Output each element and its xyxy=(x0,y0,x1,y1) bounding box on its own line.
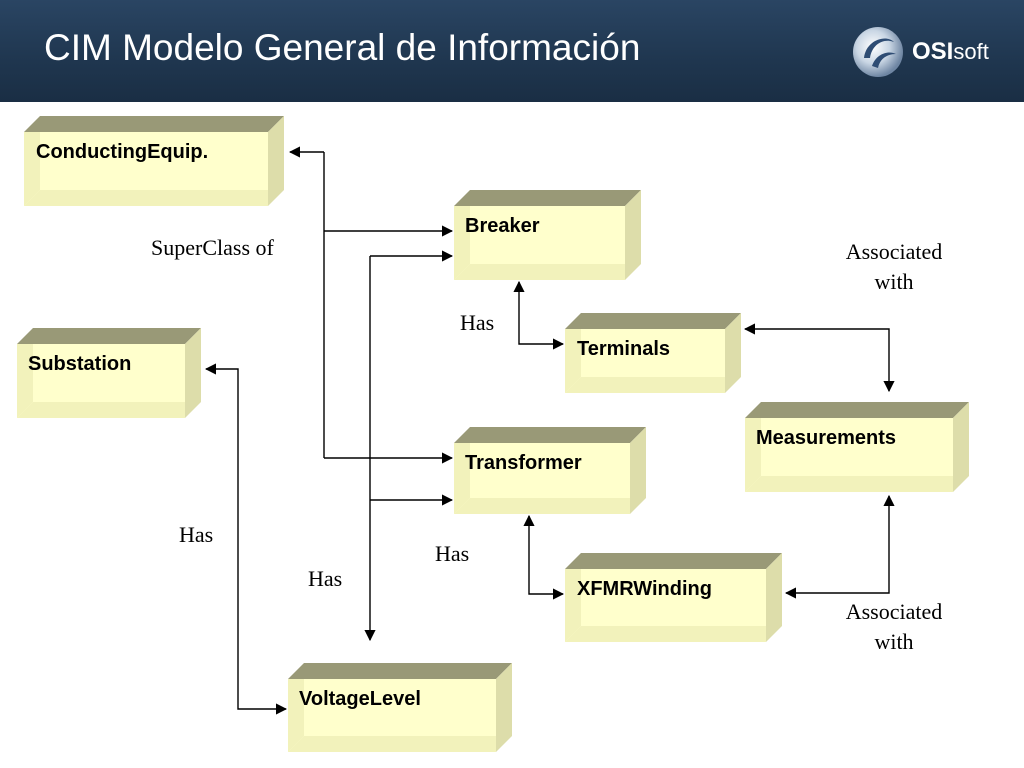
node-label: Terminals xyxy=(577,338,670,360)
node-substation: Substation xyxy=(17,328,201,418)
node-conducting-equip: ConductingEquip. xyxy=(24,116,284,206)
label-associated-winding-2: with xyxy=(874,629,913,654)
osisoft-wordmark: OSIsoft xyxy=(912,38,989,65)
edge-transformer-winding xyxy=(523,514,565,600)
node-label: Measurements xyxy=(756,427,896,449)
slide-title: CIM Modelo General de Información xyxy=(44,27,641,68)
node-label: Transformer xyxy=(465,452,582,474)
node-terminals: Terminals xyxy=(565,313,741,393)
node-label: VoltageLevel xyxy=(299,688,421,710)
edge-winding-measurements xyxy=(784,494,895,599)
label-has-transformer-winding: Has xyxy=(435,541,469,566)
label-associated-terminals-1: Associated xyxy=(846,239,943,264)
node-label: ConductingEquip. xyxy=(36,141,208,163)
node-breaker: Breaker xyxy=(454,190,641,280)
edge-breaker-terminals xyxy=(513,280,565,350)
label-associated-winding-1: Associated xyxy=(846,599,943,624)
edge-substation-voltage xyxy=(204,363,288,715)
label-has-substation-voltage: Has xyxy=(179,522,213,547)
node-label: Breaker xyxy=(465,215,540,237)
osisoft-logo: OSIsoft xyxy=(850,24,1010,80)
node-measurements: Measurements xyxy=(745,402,969,492)
osisoft-swirl-icon xyxy=(853,27,903,77)
edge-terminals-measurements xyxy=(743,323,895,393)
node-label: XFMRWinding xyxy=(577,578,712,600)
label-has-breaker-terminals: Has xyxy=(460,310,494,335)
label-has-voltage-equipment: Has xyxy=(308,566,342,591)
node-label: Substation xyxy=(28,353,131,375)
node-transformer: Transformer xyxy=(454,427,646,514)
label-associated-terminals-2: with xyxy=(874,269,913,294)
label-superclass-of: SuperClass of xyxy=(151,235,275,260)
slide-header: CIM Modelo General de Información OSIsof… xyxy=(0,0,1024,102)
node-voltage-level: VoltageLevel xyxy=(288,663,512,752)
node-xfmr-winding: XFMRWinding xyxy=(565,553,782,642)
